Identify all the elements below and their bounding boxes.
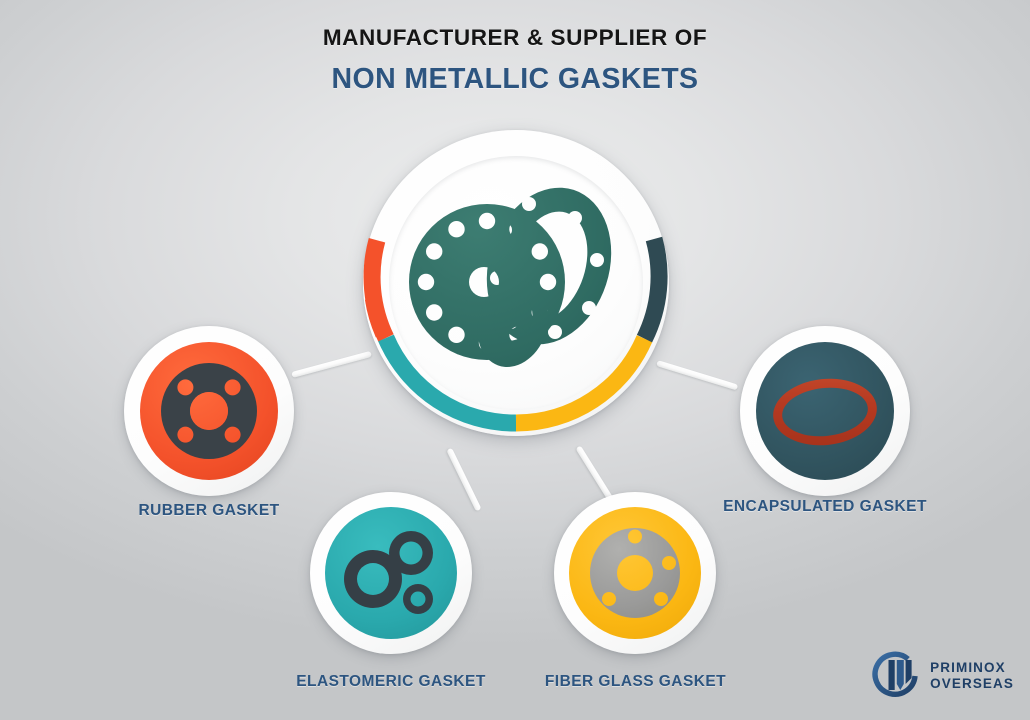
node-disc-rubber	[140, 342, 278, 480]
fiber-glass-gasket-illustration	[569, 507, 701, 639]
encapsulated-oring-illustration	[756, 342, 894, 480]
gasket-oval-ring	[389, 156, 643, 410]
hub-inner-disc	[389, 156, 643, 410]
node-disc-elastomeric	[325, 507, 457, 639]
node-label-encapsulated-gasket: ENCAPSULATED GASKET	[723, 498, 927, 515]
node-disc-fiberglass	[569, 507, 701, 639]
node-rubber-gasket[interactable]	[124, 326, 294, 496]
elastomeric-orings-illustration	[325, 507, 457, 639]
hub-arc-rubber-main	[363, 237, 394, 342]
page-title: MANUFACTURER & SUPPLIER OF NON METALLIC …	[0, 24, 1030, 96]
node-fiber-glass-gasket[interactable]	[554, 492, 716, 654]
title-main: NON METALLIC GASKETS	[331, 63, 699, 96]
gasket-cluster-illustration	[389, 156, 643, 410]
rubber-gasket-illustration	[140, 342, 278, 480]
hub-arc-encapsulated	[636, 236, 668, 343]
node-encapsulated-gasket[interactable]	[740, 326, 910, 496]
node-label-fiber-glass-gasket: FIBER GLASS GASKET	[544, 673, 727, 690]
node-label-elastomeric-gasket: ELASTOMERIC GASKET	[296, 673, 486, 690]
connector-line-rubber	[291, 350, 372, 378]
title-eyebrow: MANUFACTURER & SUPPLIER OF	[322, 25, 708, 50]
hub-node[interactable]	[363, 130, 669, 436]
logo-wordmark: PRIMINOX OVERSEAS	[930, 660, 1014, 692]
node-disc-encapsulated	[756, 342, 894, 480]
logo-line-1: PRIMINOX	[930, 660, 1006, 676]
node-label-rubber-gasket: RUBBER GASKET	[138, 502, 280, 519]
priminox-mark-icon	[872, 651, 918, 697]
node-elastomeric-gasket[interactable]	[310, 492, 472, 654]
logo-line-2: OVERSEAS	[930, 676, 1014, 691]
priminox-overseas-logo[interactable]: PRIMINOX OVERSEAS	[870, 650, 1014, 702]
